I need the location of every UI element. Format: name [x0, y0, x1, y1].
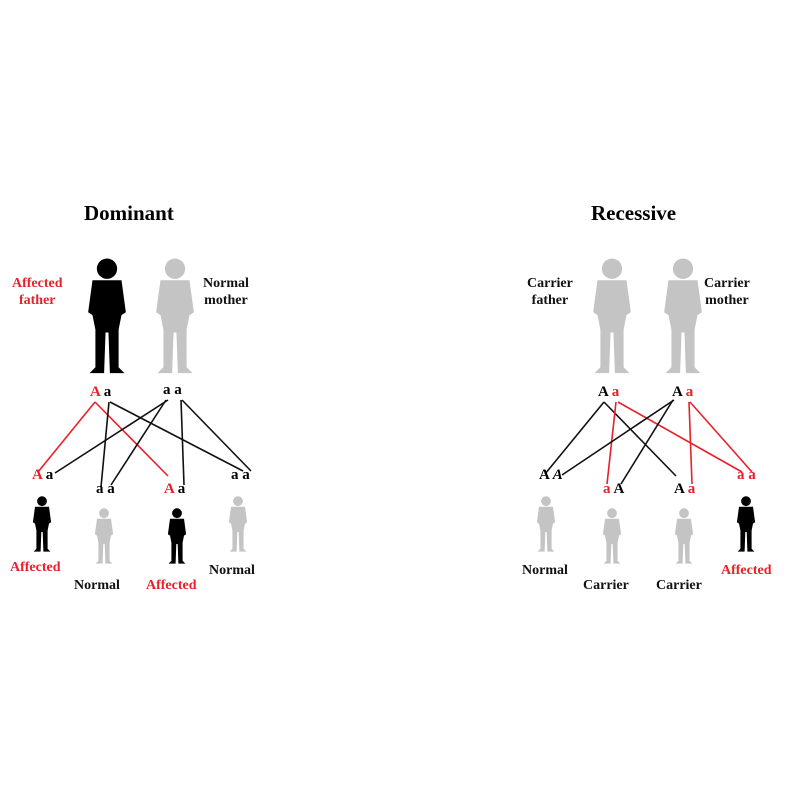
child-figure-affected [32, 496, 52, 552]
label-line: father [18, 293, 56, 308]
label-line: father [531, 293, 569, 308]
allele: A [598, 384, 609, 400]
dominant-title: Dominant [84, 201, 174, 225]
allele: a [685, 384, 694, 400]
child-label: Normal [522, 563, 568, 578]
child-label: Affected [146, 578, 197, 593]
normal-mother-figure [156, 258, 194, 374]
allele: A [613, 481, 625, 497]
child-figure-normal [228, 496, 248, 552]
allele: A [539, 467, 550, 483]
label-line: mother [204, 293, 248, 308]
allele: A [164, 481, 175, 497]
allele: a [174, 382, 182, 398]
child-genotype: a a [96, 481, 115, 498]
allele: a [231, 467, 239, 483]
allele: a [177, 481, 186, 497]
child-genotype: A a [164, 481, 185, 498]
child-genotype: A a [32, 467, 53, 484]
allele: a [107, 481, 115, 497]
allele: a [96, 481, 104, 497]
child-figure-carrier [602, 508, 622, 564]
child-figure-affected [167, 508, 187, 564]
allele: a [45, 467, 54, 483]
allele: a [163, 382, 171, 398]
label-line: Carrier [527, 276, 573, 291]
mother-genotype: a a [163, 382, 182, 399]
allele: A [32, 467, 43, 483]
carrier-mother-figure [664, 258, 702, 374]
normal-mother-label: Normal mother [203, 275, 249, 309]
child-label: Carrier [656, 578, 702, 593]
child-genotype: a A [603, 481, 624, 498]
child-figure-affected [736, 496, 756, 552]
allele: a [242, 467, 250, 483]
label-line: Normal [203, 276, 249, 291]
label-line: mother [705, 293, 749, 308]
allele: A [552, 467, 563, 483]
child-label: Normal [209, 563, 255, 578]
allele: a [687, 481, 696, 497]
father-genotype: A a [598, 384, 619, 401]
allele: a [737, 467, 745, 483]
child-genotype: a a [231, 467, 250, 484]
carrier-father-figure [593, 258, 631, 374]
father-genotype: A a [90, 384, 111, 401]
affected-father-label: Affected father [12, 275, 63, 309]
allele: a [748, 467, 756, 483]
allele: A [672, 384, 683, 400]
child-genotype: A a [674, 481, 695, 498]
child-genotype: A A [539, 467, 563, 484]
carrier-father-label: Carrier father [527, 275, 573, 309]
recessive-title: Recessive [591, 201, 677, 225]
mother-genotype: A a [672, 384, 693, 401]
carrier-mother-label: Carrier mother [704, 275, 750, 309]
child-label: Normal [74, 578, 120, 593]
child-figure-carrier [674, 508, 694, 564]
child-label: Carrier [583, 578, 629, 593]
allele: a [603, 481, 611, 497]
child-figure-normal [536, 496, 556, 552]
allele: a [611, 384, 620, 400]
affected-father-figure [88, 258, 126, 374]
allele: A [90, 384, 101, 400]
child-figure-normal [94, 508, 114, 564]
label-line: Affected [12, 276, 63, 291]
allele: A [674, 481, 685, 497]
child-label: Affected [10, 560, 61, 575]
child-genotype: a a [737, 467, 756, 484]
allele: a [103, 384, 112, 400]
label-line: Carrier [704, 276, 750, 291]
child-label: Affected [721, 563, 772, 578]
